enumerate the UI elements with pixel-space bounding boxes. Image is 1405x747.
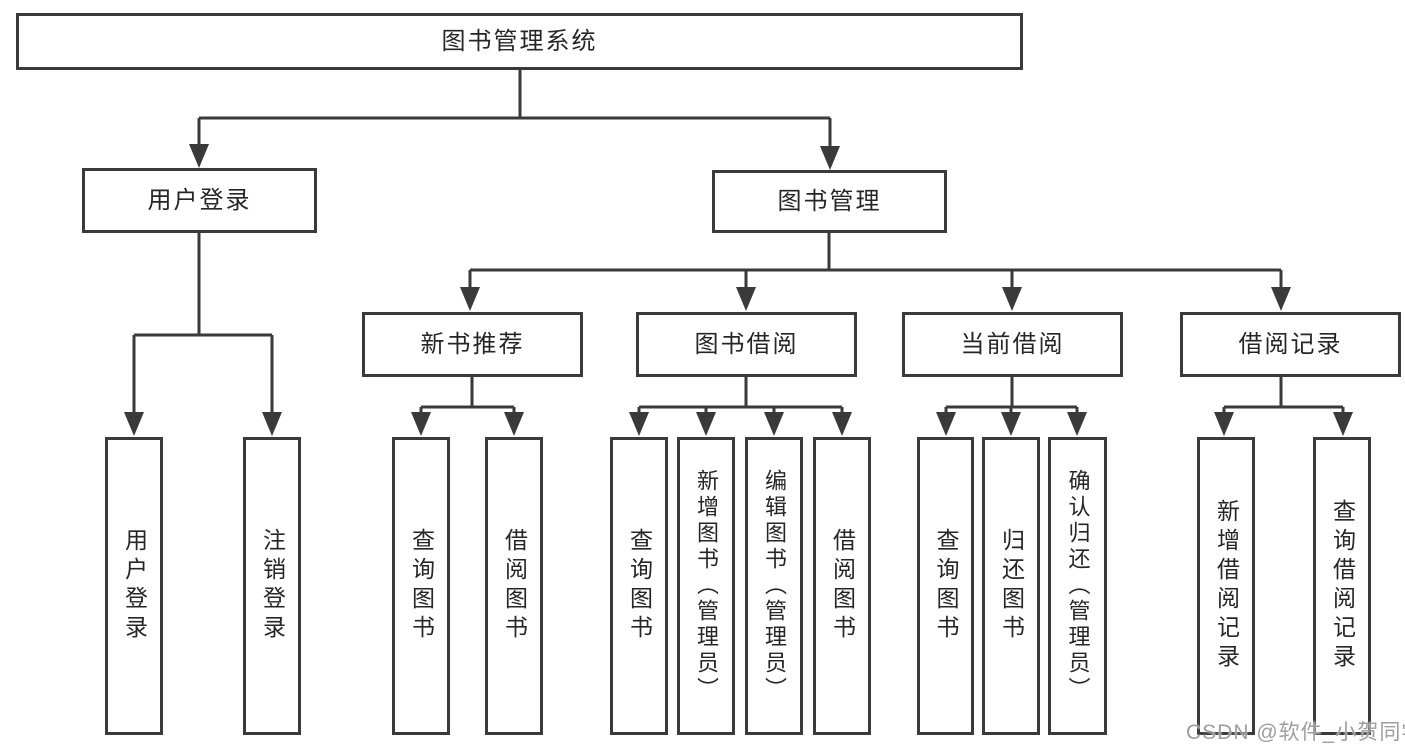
leaf-confirm-return-admin: 确认归还（管理员） [1048,437,1107,735]
node-borrow-records: 借阅记录 [1180,312,1401,377]
csdn-watermark: CSDN @软件_小贺同学 [1186,721,1405,744]
leaf-user-login: 用户登录 [105,437,163,735]
leaf-query-borrow-record: 查询借阅记录 [1313,437,1371,735]
node-root-library-system: 图书管理系统 [16,13,1023,70]
leaf-return-books: 归还图书 [982,437,1040,735]
leaf-query-books-recommend: 查询图书 [392,437,450,735]
leaf-borrow-books-recommend: 借阅图书 [485,437,543,735]
node-user-login: 用户登录 [82,168,317,233]
leaf-edit-books-admin: 编辑图书（管理员） [745,437,803,735]
leaf-borrow-books-borrow: 借阅图书 [813,437,871,735]
leaf-logout-login: 注销登录 [243,437,301,735]
node-book-borrow: 图书借阅 [636,312,857,377]
leaf-query-books-current: 查询图书 [917,437,974,735]
leaf-add-books-admin: 新增图书（管理员） [677,437,735,735]
leaf-add-borrow-record: 新增借阅记录 [1197,437,1255,735]
arrowheads [124,144,1353,436]
node-current-borrow: 当前借阅 [902,312,1123,377]
leaf-query-books-borrow: 查询图书 [610,437,668,735]
node-book-management: 图书管理 [712,170,947,233]
node-new-book-recommend: 新书推荐 [362,312,583,377]
